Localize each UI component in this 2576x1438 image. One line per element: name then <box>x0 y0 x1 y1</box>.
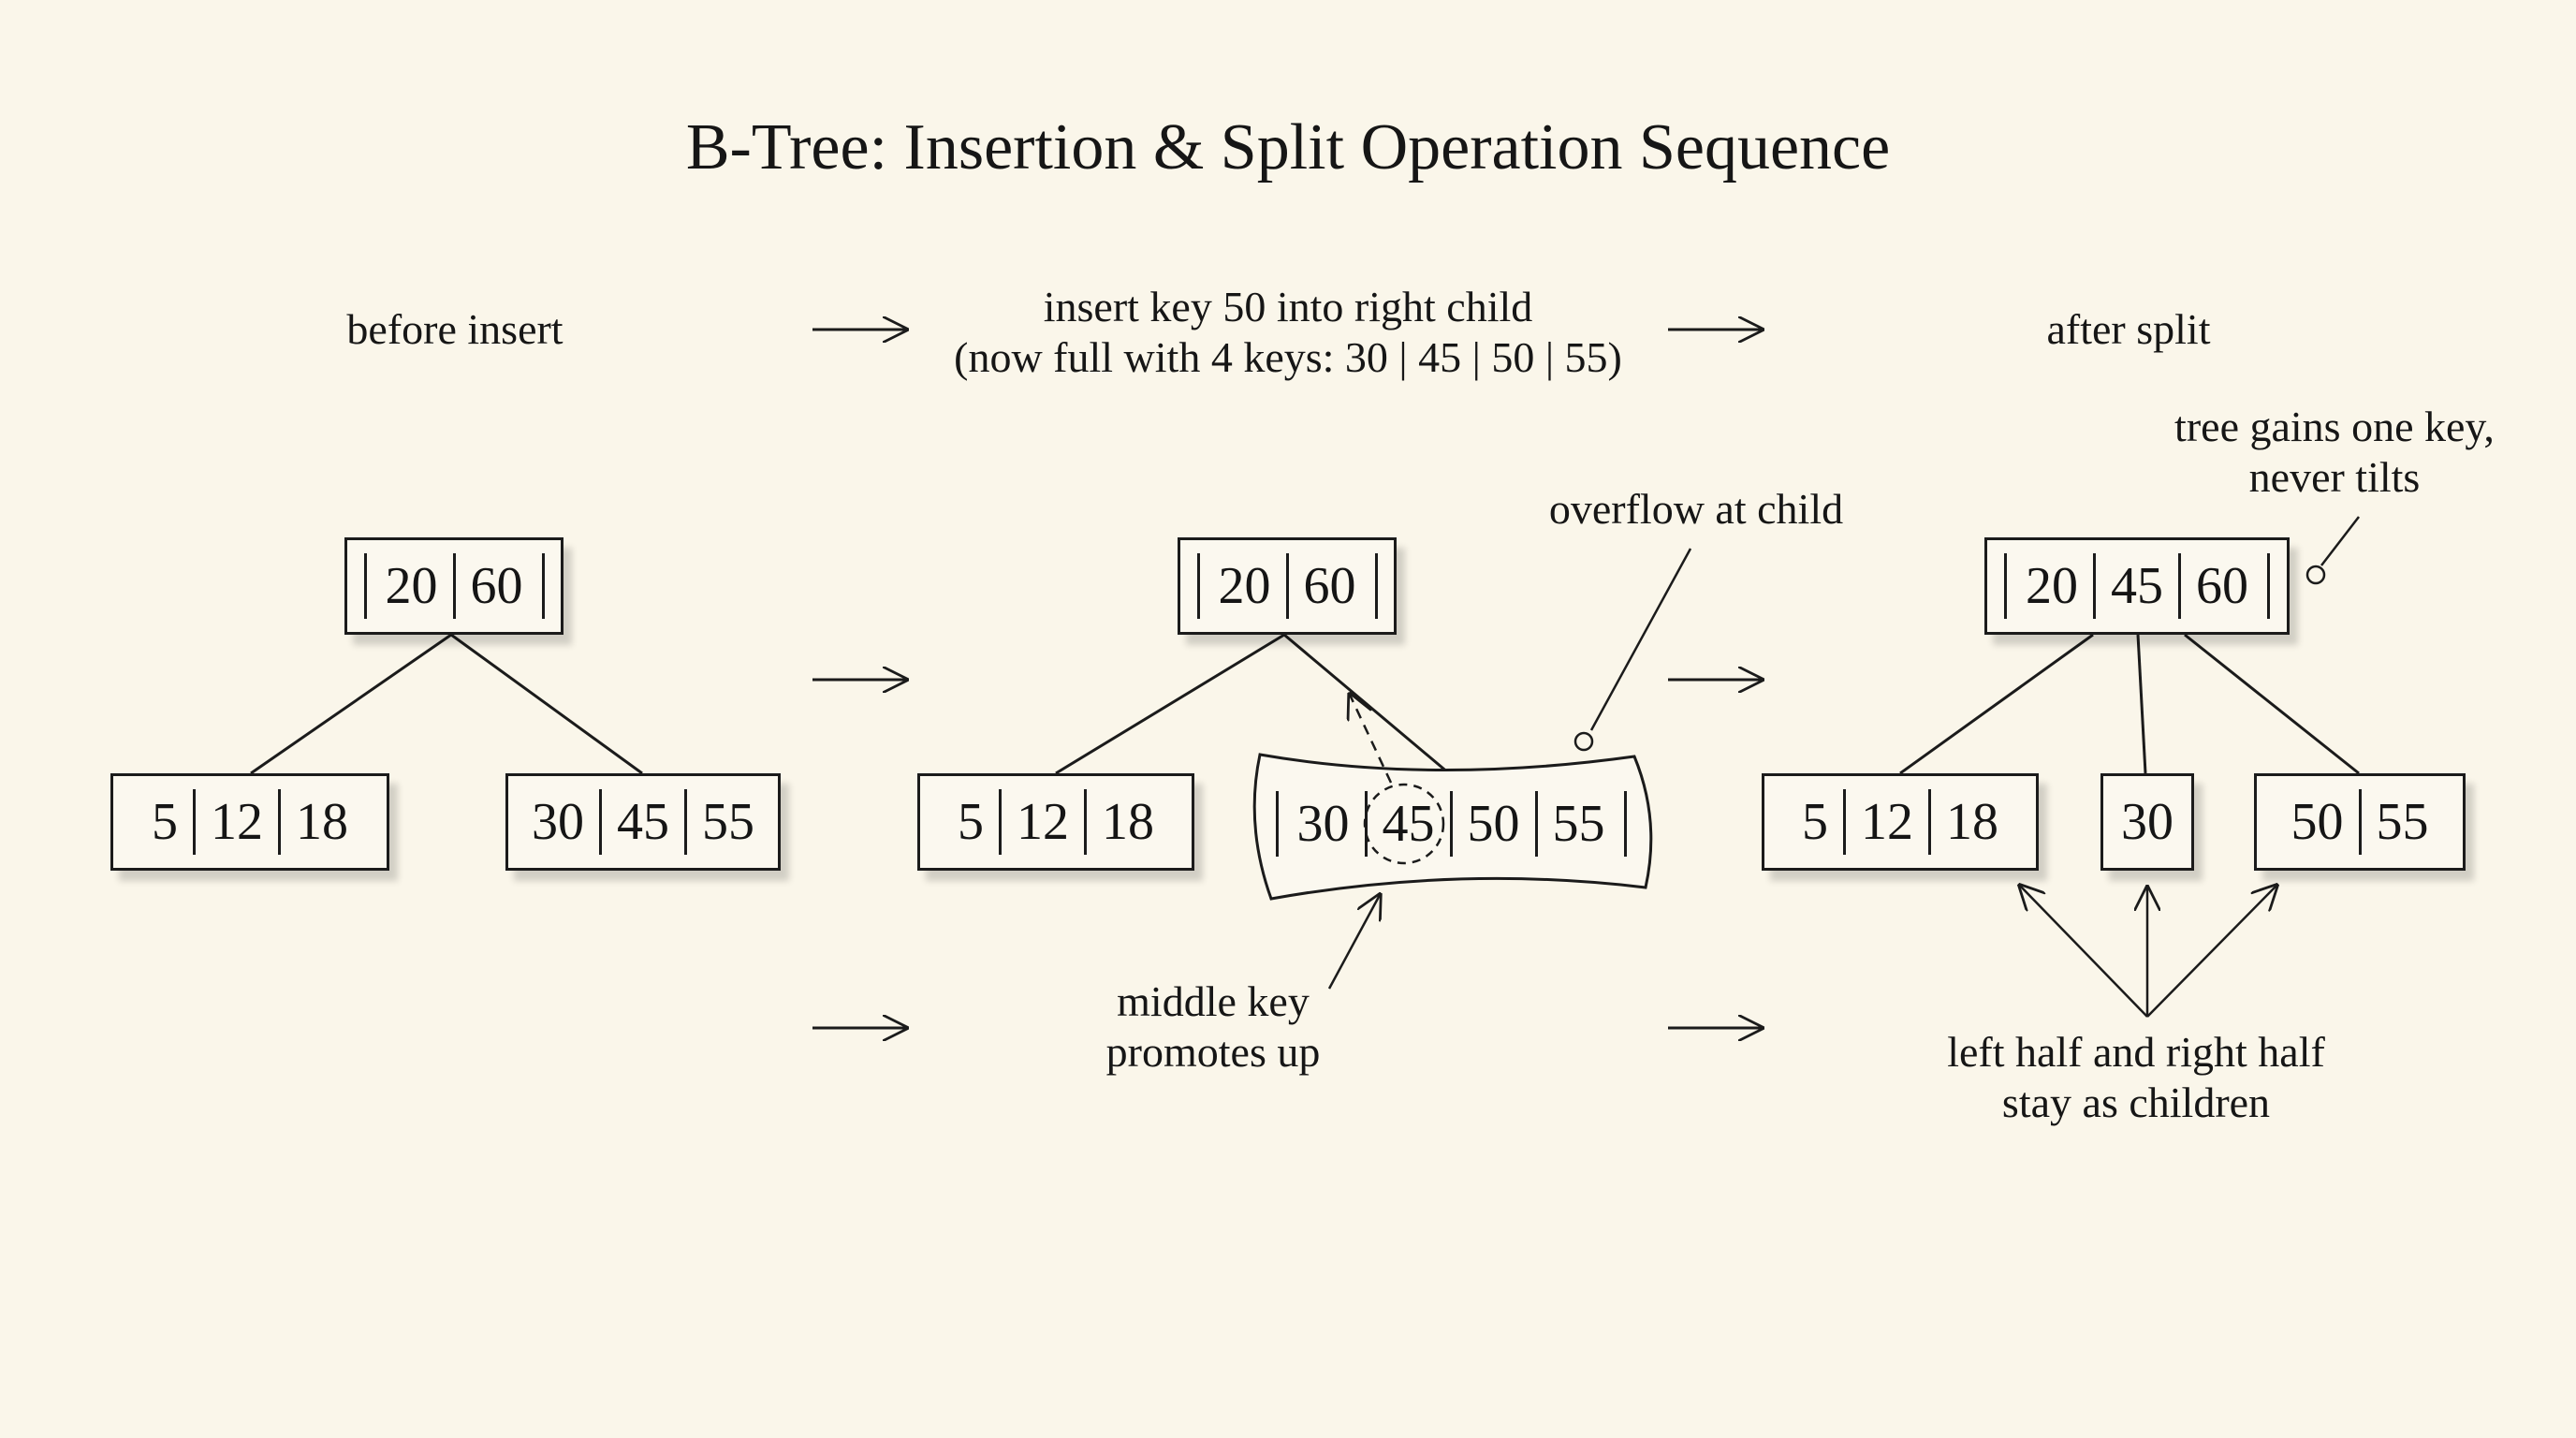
halves-annotation-line1: left half and right half <box>1947 1028 2325 1076</box>
node-key: 45 <box>617 793 669 851</box>
middle-key-annotation-line2: promotes up <box>1105 1028 1321 1076</box>
node-key: 18 <box>296 793 348 851</box>
node-key: 18 <box>1102 793 1154 851</box>
tree-edge <box>1283 633 1450 775</box>
gains-key-annotation-line2: never tilts <box>2248 453 2421 501</box>
page-title: B-Tree: Insertion & Split Operation Sequ… <box>685 111 1891 183</box>
halves-arrow-left <box>2020 886 2148 1018</box>
tree-edge <box>1055 633 1285 775</box>
middle-key-annotation-line1: middle key <box>1117 977 1310 1025</box>
before-root-node: 20 60 <box>344 537 564 635</box>
node-key: 60 <box>2196 557 2248 615</box>
node-key: 20 <box>1218 557 1271 615</box>
overflow-leader-dot <box>1573 731 1594 752</box>
middle-key-leader <box>1327 895 1380 990</box>
node-key: 55 <box>1552 795 1605 853</box>
after-root-node: 20 45 60 <box>1984 537 2290 635</box>
node-key: 50 <box>2291 793 2344 851</box>
after-left-child-node: 5 12 18 <box>1762 773 2039 871</box>
overflow-child-node: 30 45 50 55 <box>1254 775 1647 873</box>
node-key: 18 <box>1946 793 1998 851</box>
promotion-arrow <box>1350 695 1393 784</box>
tree-edge <box>250 633 452 775</box>
halves-arrow-right <box>2146 886 2276 1018</box>
node-key: 30 <box>1296 795 1350 853</box>
node-key: 20 <box>385 557 438 615</box>
node-key: 20 <box>2026 557 2078 615</box>
node-key: 12 <box>1861 793 1913 851</box>
node-key: 60 <box>470 557 523 615</box>
tree-edge <box>2184 633 2360 775</box>
stage-caption-after: after split <box>2046 305 2211 353</box>
after-right-child-node: 50 55 <box>2254 773 2466 871</box>
node-key: 5 <box>958 793 984 851</box>
overflow-node-outline <box>1252 753 1653 901</box>
stage-caption-insert-line1: insert key 50 into right child <box>1043 283 1533 330</box>
before-left-child-node: 5 12 18 <box>110 773 389 871</box>
promoted-key: 45 <box>1382 795 1435 853</box>
node-key: 55 <box>702 793 754 851</box>
node-key: 30 <box>532 793 584 851</box>
node-key: 5 <box>1802 793 1828 851</box>
during-root-node: 20 60 <box>1178 537 1397 635</box>
after-middle-child-node: 30 <box>2100 773 2194 871</box>
tree-edge <box>1899 633 2094 775</box>
node-key: 45 <box>2111 557 2163 615</box>
node-key: 12 <box>211 793 263 851</box>
overflow-annotation: overflow at child <box>1548 485 1844 533</box>
node-key: 55 <box>2376 793 2429 851</box>
overflow-leader <box>1589 548 1692 731</box>
stage-caption-insert-line2: (now full with 4 keys: 30 | 45 | 50 | 55… <box>954 333 1622 381</box>
gains-leader-dot <box>2305 565 2326 585</box>
node-key: 5 <box>152 793 178 851</box>
node-key: 50 <box>1467 795 1520 853</box>
halves-annotation-line2: stay as children <box>2001 1078 2271 1126</box>
before-right-child-node: 30 45 55 <box>505 773 781 871</box>
gains-key-annotation-line1: tree gains one key, <box>2174 403 2495 450</box>
during-left-child-node: 5 12 18 <box>917 773 1194 871</box>
gains-leader <box>2320 516 2360 566</box>
tree-edge <box>2136 634 2147 774</box>
stage-caption-before: before insert <box>346 305 564 353</box>
node-key: 30 <box>2121 793 2174 851</box>
node-key: 60 <box>1303 557 1356 615</box>
tree-edge <box>450 633 643 775</box>
node-key: 12 <box>1017 793 1069 851</box>
